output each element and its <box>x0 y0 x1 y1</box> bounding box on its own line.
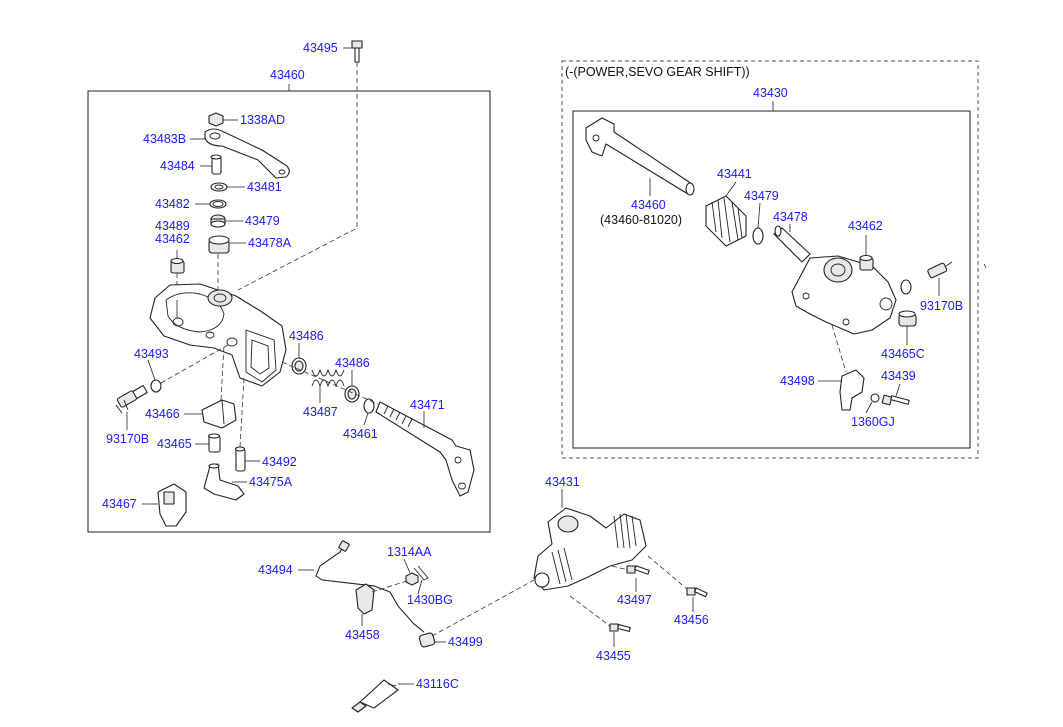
pin-1430BG[interactable] <box>413 565 429 581</box>
shift-cable-bracket-43431[interactable] <box>533 507 647 591</box>
bolt-43497[interactable] <box>626 565 650 575</box>
label-93170B-right: 93170B <box>920 299 963 313</box>
bracket-43466[interactable] <box>201 399 237 429</box>
label-43116C: 43116C <box>416 677 459 691</box>
fork-43467[interactable] <box>157 483 187 527</box>
label-43498: 43498 <box>780 374 815 388</box>
switch-93170B-left[interactable] <box>115 384 148 414</box>
label-43486-b: 43486 <box>335 356 370 370</box>
o-ring-right[interactable] <box>900 279 912 295</box>
label-43478A: 43478A <box>248 236 292 250</box>
nut-1314AA[interactable] <box>405 572 419 586</box>
washer-1360GJ[interactable] <box>870 393 880 403</box>
power-shift-assembly-frame <box>572 110 971 449</box>
label-43484: 43484 <box>160 159 195 173</box>
label-43489: 43489 <box>155 219 190 233</box>
pin-43492[interactable] <box>234 446 246 472</box>
label-93170B-left: 93170B <box>106 432 149 446</box>
label-43475A: 43475A <box>249 475 293 489</box>
shift-shaft-43471[interactable] <box>375 401 475 497</box>
label-43495: 43495 <box>303 41 338 55</box>
seal-43478A[interactable] <box>208 235 230 254</box>
lever-43498[interactable] <box>839 369 865 411</box>
label-43487: 43487 <box>303 405 338 419</box>
bolt-43439[interactable] <box>881 394 910 406</box>
label-43483B: 43483B <box>143 132 186 146</box>
lever-43475A[interactable] <box>203 463 245 501</box>
label-43471: 43471 <box>410 398 445 412</box>
sealant-tube-43116C[interactable] <box>351 679 399 713</box>
label-43461: 43461 <box>343 427 378 441</box>
label-43492: 43492 <box>262 455 297 469</box>
label-1338AD: 1338AD <box>240 113 285 127</box>
fitting-43499[interactable] <box>418 632 436 648</box>
label-43481: 43481 <box>247 180 282 194</box>
label-43467: 43467 <box>102 497 137 511</box>
label-43460: 43460 <box>270 68 305 82</box>
label-43460-right: 43460 <box>631 198 666 212</box>
option-box-title: (-(POWER,SEVO GEAR SHIFT)) <box>565 65 750 79</box>
label-43441: 43441 <box>717 167 752 181</box>
shift-rod-43460[interactable] <box>585 117 695 196</box>
ring-43479-right[interactable] <box>752 227 764 245</box>
washer-43481[interactable] <box>210 182 228 192</box>
label-43462: 43462 <box>155 232 190 246</box>
label-43499: 43499 <box>448 635 483 649</box>
label-43431: 43431 <box>545 475 580 489</box>
label-43458: 43458 <box>345 628 380 642</box>
label-43494: 43494 <box>258 563 293 577</box>
shift-housing[interactable] <box>149 283 287 387</box>
switch-93170B-right[interactable] <box>927 261 953 279</box>
label-43497: 43497 <box>617 593 652 607</box>
bolt-43455[interactable] <box>609 623 631 633</box>
label-43460-alt: (43460-81020) <box>600 213 682 227</box>
label-43479-right: 43479 <box>744 189 779 203</box>
clip-43458[interactable] <box>355 583 375 615</box>
o-ring-43461[interactable] <box>363 398 375 414</box>
label-1360GJ: 1360GJ <box>851 415 895 429</box>
bolt-43495[interactable] <box>351 40 363 63</box>
boot-43441[interactable] <box>705 195 747 247</box>
o-ring-43493[interactable] <box>150 379 162 393</box>
label-1314AA: 1314AA <box>387 545 432 559</box>
cap-43462-left[interactable] <box>170 257 185 274</box>
label-43493: 43493 <box>134 347 169 361</box>
seal-43486-a[interactable] <box>291 357 307 375</box>
label-43462-right: 43462 <box>848 219 883 233</box>
label-43486-a: 43486 <box>289 329 324 343</box>
cap-43462-right[interactable] <box>859 254 874 271</box>
label-43439: 43439 <box>881 369 916 383</box>
label-43455: 43455 <box>596 649 631 663</box>
spring-43487[interactable] <box>311 368 345 388</box>
label-43479: 43479 <box>245 214 280 228</box>
pipe-43494[interactable] <box>315 540 425 633</box>
nut-1338AD[interactable] <box>208 112 224 127</box>
label-43478: 43478 <box>773 210 808 224</box>
bolt-43456[interactable] <box>686 587 708 598</box>
washer-43482[interactable] <box>209 199 227 209</box>
label-43466: 43466 <box>145 407 180 421</box>
power-shift-option-frame <box>561 60 979 459</box>
pin-43465[interactable] <box>207 433 221 453</box>
plug-43465C[interactable] <box>898 310 917 327</box>
bushing-43479-left[interactable] <box>210 214 226 228</box>
pin-43484[interactable] <box>210 154 222 175</box>
shift-arm-43483B[interactable] <box>204 128 290 179</box>
label-43456: 43456 <box>674 613 709 627</box>
seal-43486-b[interactable] <box>344 385 360 403</box>
shift-housing-right[interactable] <box>791 255 897 335</box>
sleeve-43478[interactable] <box>773 225 811 263</box>
label-1430BG: 1430BG <box>407 593 453 607</box>
label-43465: 43465 <box>157 437 192 451</box>
label-43482: 43482 <box>155 197 190 211</box>
label-43430: 43430 <box>753 86 788 100</box>
label-43465C: 43465C <box>881 347 925 361</box>
